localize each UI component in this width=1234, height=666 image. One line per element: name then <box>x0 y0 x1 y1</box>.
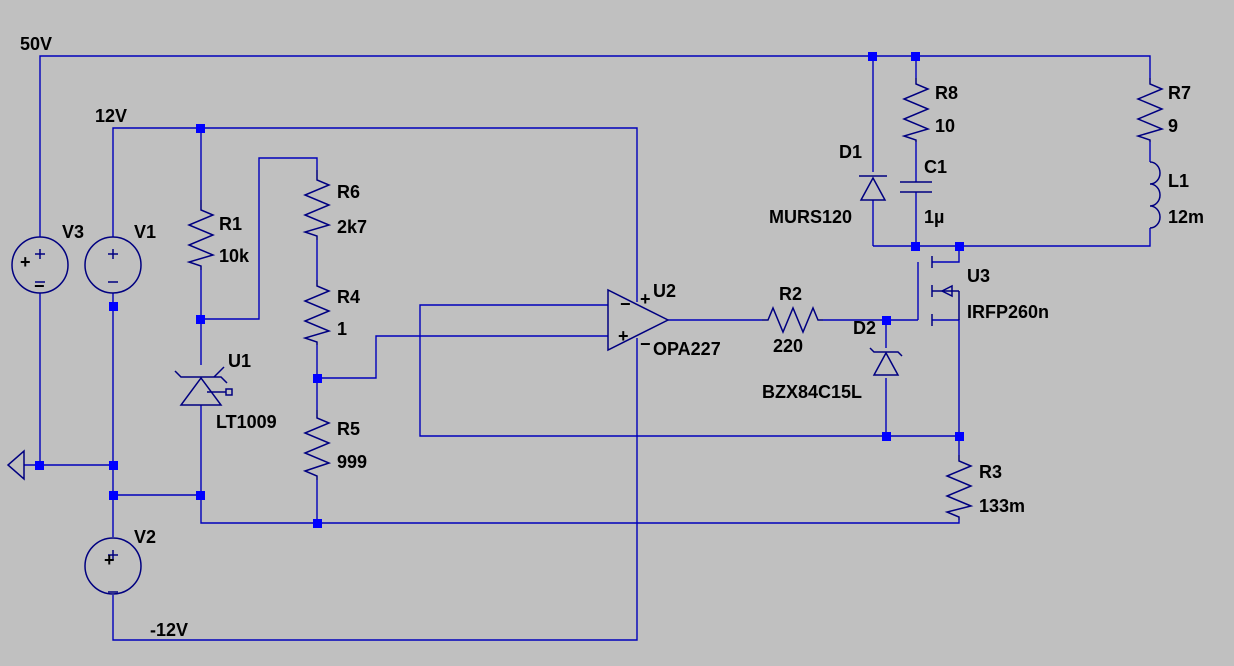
source-v2[interactable] <box>84 537 142 595</box>
label-r1: R1 <box>219 214 242 234</box>
label-v3: V3 <box>62 222 84 242</box>
label-u2: U2 <box>653 281 676 301</box>
value-u2: OPA227 <box>653 339 721 359</box>
labels: 50V 12V -12V V3 V1 V2 R1 10k R6 2k7 R4 1… <box>20 34 1204 640</box>
label-v1: V1 <box>134 222 156 242</box>
source-v1[interactable] <box>84 236 142 294</box>
source-v3[interactable]: + − <box>11 236 69 296</box>
value-r8: 10 <box>935 116 955 136</box>
wire-50v-rail <box>39 55 1151 237</box>
opamp-vplus-sign: + <box>640 289 651 309</box>
value-r7: 9 <box>1168 116 1178 136</box>
label-c1: C1 <box>924 157 947 177</box>
wire-drain <box>932 246 960 263</box>
label-r6: R6 <box>337 182 360 202</box>
resistor-r8[interactable] <box>901 78 931 142</box>
wires <box>24 55 1151 641</box>
opamp-vminus-sign: − <box>640 334 651 354</box>
resistor-r2[interactable] <box>762 306 823 334</box>
value-r2: 220 <box>773 336 803 356</box>
value-l1: 12m <box>1168 207 1204 227</box>
inductor-l1[interactable] <box>1149 161 1161 229</box>
label-r4: R4 <box>337 287 360 307</box>
label-d1: D1 <box>839 142 862 162</box>
wire-neg12-rail <box>112 338 638 641</box>
v2-plus-sign: + <box>104 550 115 570</box>
value-u3: IRFP260n <box>967 302 1049 322</box>
resistor-r5[interactable] <box>302 410 332 480</box>
label-d2: D2 <box>853 318 876 338</box>
resistor-r1[interactable] <box>186 200 216 270</box>
ground-icon <box>6 449 25 481</box>
value-r6: 2k7 <box>337 217 367 237</box>
label-u3: U3 <box>967 266 990 286</box>
value-r1: 10k <box>219 246 250 266</box>
wire-ref-to-r6 <box>201 157 318 320</box>
wire-drain-node <box>873 228 1151 247</box>
wire-r3-return <box>200 405 960 524</box>
source-polarity: + <box>104 550 115 570</box>
label-l1: L1 <box>1168 171 1189 191</box>
wire-minus-feedback <box>419 304 959 437</box>
net-label-neg12v: -12V <box>150 620 188 640</box>
label-r2: R2 <box>779 284 802 304</box>
resistor-r6[interactable] <box>302 170 332 240</box>
value-d2: BZX84C15L <box>762 382 862 402</box>
label-r3: R3 <box>979 462 1002 482</box>
value-d1: MURS120 <box>769 207 852 227</box>
wire-12v-rail <box>112 127 638 302</box>
voltage-reference-u1[interactable] <box>174 366 233 406</box>
mosfet-u3[interactable] <box>931 256 960 326</box>
value-r3: 133m <box>979 496 1025 516</box>
zener-d2[interactable] <box>869 347 903 376</box>
label-v2: V2 <box>134 527 156 547</box>
wire-divider-to-plus <box>317 335 608 379</box>
value-u1: LT1009 <box>216 412 277 432</box>
opamp-plus-sign: + <box>618 326 629 346</box>
label-r8: R8 <box>935 83 958 103</box>
label-r5: R5 <box>337 419 360 439</box>
value-c1: 1µ <box>924 207 944 227</box>
opamp-minus-sign: − <box>620 294 631 314</box>
opamp-u2[interactable]: − + + − <box>607 288 670 354</box>
value-r4: 1 <box>337 319 347 339</box>
value-r5: 999 <box>337 452 367 472</box>
net-label-12v: 12V <box>95 106 127 126</box>
label-r7: R7 <box>1168 83 1191 103</box>
label-u1: U1 <box>228 351 251 371</box>
junctions <box>35 52 964 528</box>
diode-d1[interactable] <box>859 175 887 201</box>
capacitor-c1[interactable] <box>900 181 932 193</box>
resistor-r4[interactable] <box>302 280 332 345</box>
v3-minus-sign: − <box>34 276 45 296</box>
v3-plus-sign: + <box>20 252 31 272</box>
resistor-r3[interactable] <box>944 455 974 520</box>
resistor-r7[interactable] <box>1135 78 1165 142</box>
wire-source <box>932 319 960 455</box>
net-label-50v: 50V <box>20 34 52 54</box>
